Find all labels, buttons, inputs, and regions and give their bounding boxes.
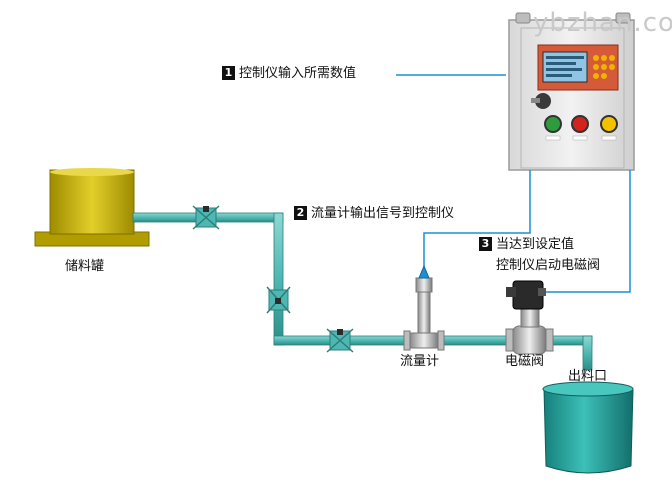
key-switch [535, 93, 551, 109]
ball-valve-2 [266, 286, 291, 314]
outlet-label: 出料口 [568, 369, 608, 384]
step-2-number: 2 [294, 206, 307, 220]
tank-label: 储料罐 [65, 259, 105, 274]
ball-valve-3 [326, 328, 354, 353]
flowmeter-label: 流量计 [400, 354, 440, 369]
green-button [544, 115, 562, 133]
valve-label: 电磁阀 [505, 354, 545, 369]
outlet-bucket [542, 381, 634, 474]
step-3-label: 3 当达到设定值 [479, 237, 574, 253]
step-3-number: 3 [479, 237, 492, 251]
flowmeter [403, 264, 445, 351]
watermark-text: ybzhan.com [533, 8, 672, 38]
step-3-text: 当达到设定值 [496, 237, 575, 252]
signal-lines [396, 74, 631, 293]
step-3-text-line2: 控制仪启动电磁阀 [496, 258, 601, 273]
signal-line-3 [540, 170, 631, 293]
step-1-text: 控制仪输入所需数值 [239, 66, 357, 81]
step-1-number: 1 [222, 66, 235, 80]
solenoid-valve [505, 280, 554, 355]
ball-valve-1 [192, 205, 220, 230]
step-2-text: 流量计输出信号到控制仪 [311, 206, 455, 221]
storage-tank [34, 168, 150, 247]
signal-line-2 [423, 170, 531, 268]
step-1-label: 1 控制仪输入所需数值 [222, 66, 356, 82]
red-button [571, 115, 589, 133]
step-2-label: 2 流量计输出信号到控制仪 [294, 206, 454, 222]
yellow-button [600, 115, 618, 133]
control-cabinet [508, 12, 635, 171]
